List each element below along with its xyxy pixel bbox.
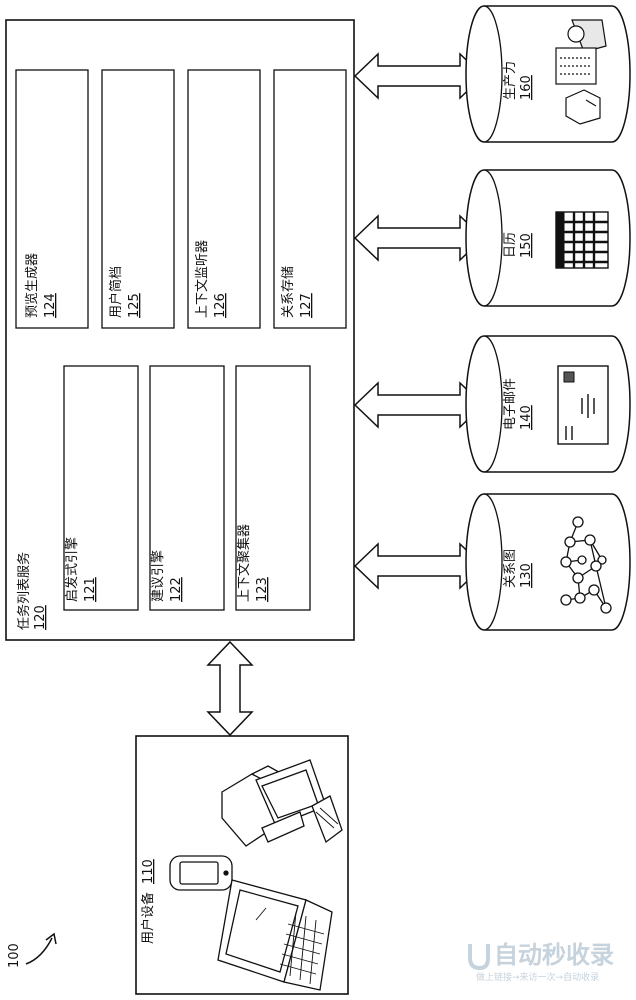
component-label: 建议引擎 [151, 550, 166, 602]
calendar-icon [555, 211, 609, 269]
store-label: 生产力 [503, 61, 518, 100]
component-label: 上下文聚集器 [236, 524, 252, 602]
component-label: 上下文监听器 [195, 240, 210, 318]
component-label: 启发式引擎 [64, 537, 80, 602]
component-number: 123 [255, 577, 270, 602]
component-number: 121 [83, 577, 98, 602]
store-label: 关系图 [503, 549, 518, 588]
figure-ref-arrow [25, 937, 53, 965]
watermark-logo [468, 944, 490, 971]
figure-ref: 100 [7, 943, 22, 968]
component-number: 125 [127, 293, 142, 318]
laptop-icon [217, 879, 333, 991]
store-number: 150 [519, 233, 534, 258]
store-number: 160 [519, 75, 534, 100]
device-number: 110 [141, 859, 156, 884]
double-arrow-productivity [353, 52, 485, 100]
store-label: 电子邮件 [503, 378, 518, 430]
store-email: 电子邮件 140 [465, 335, 631, 473]
watermark: 自动秒收录 做上链接→来访一次→自动收录 [468, 941, 614, 983]
component-user-profile: 用户简档 125 [101, 69, 175, 329]
component-label: 预览生成器 [24, 253, 40, 318]
component-context-aggregator: 上下文聚集器 123 [235, 365, 311, 611]
productivity-icon [555, 19, 607, 125]
service-label: 任务列表服务 [16, 552, 32, 630]
double-arrow-device [206, 640, 254, 737]
component-suggestion-engine: 建议引擎 122 [149, 365, 225, 611]
watermark-subtext: 做上链接→来访一次→自动收录 [476, 971, 599, 983]
component-label: 关系存储 [281, 266, 296, 318]
component-number: 122 [169, 577, 184, 602]
double-arrow-calendar [353, 214, 485, 262]
service-number: 120 [33, 605, 48, 630]
component-context-listener: 上下文监听器 126 [187, 69, 261, 329]
email-icon [557, 365, 609, 445]
store-label: 日历 [503, 232, 518, 258]
watermark-text: 自动秒收录 [494, 941, 614, 969]
store-productivity: 生产力 160 [465, 5, 631, 143]
desktop-computer-icon [221, 759, 343, 847]
component-number: 127 [299, 293, 314, 318]
device-label: 用户设备 [140, 892, 156, 944]
double-arrow-email [353, 381, 485, 429]
component-number: 124 [43, 293, 58, 318]
component-label: 用户简档 [108, 266, 124, 318]
component-heuristic-engine: 启发式引擎 121 [63, 365, 139, 611]
component-relationship-store: 关系存储 127 [273, 69, 347, 329]
double-arrow-graph [353, 542, 485, 590]
store-number: 140 [519, 405, 534, 430]
graph-icon [560, 516, 612, 614]
task-list-service-box [5, 19, 355, 641]
component-preview-generator: 预览生成器 124 [15, 69, 89, 329]
store-calendar: 日历 150 [465, 169, 631, 307]
store-relationship-graph: 关系图 130 [465, 493, 631, 631]
user-device-box [135, 735, 349, 995]
component-number: 126 [213, 293, 228, 318]
phone-icon [169, 855, 233, 891]
store-number: 130 [519, 563, 534, 588]
